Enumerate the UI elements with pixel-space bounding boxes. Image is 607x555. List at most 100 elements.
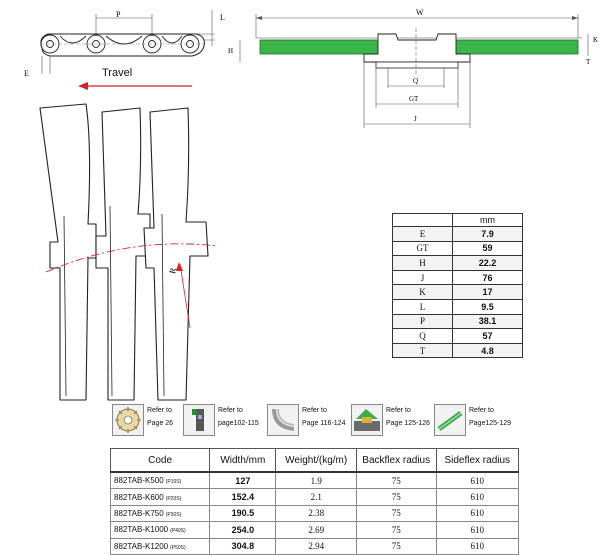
chain-profile-drawing: P L E (24, 10, 225, 90)
table-row: 882TAB-K750(P30S) 190.5 2.38 75 610 (109, 505, 520, 523)
table-row: 882TAB-K600(P20S) 152.4 2.1 75 610 (109, 488, 520, 506)
weight-cell: 2.69 (275, 521, 357, 539)
table-row: 882TAB-K1000(P40S) 254.0 2.69 75 610 (109, 521, 520, 539)
header-code: Code (109, 448, 211, 473)
dim-value: 57 (452, 328, 523, 344)
sideflex-cell: 610 (435, 521, 520, 539)
cross-section-drawing: W K T H Q GT J (228, 8, 598, 128)
dim-key: Q (392, 328, 453, 344)
header-backflex: Backflex radius (355, 448, 437, 473)
dimension-table-header: mm (392, 213, 523, 227)
dim-q-label: Q (413, 77, 418, 85)
refer-line2: page102-115 (218, 420, 259, 427)
backflex-cell: 75 (355, 538, 437, 555)
code-suffix: (P10S) (165, 479, 182, 486)
dim-key: P (392, 313, 453, 330)
dim-key: T (392, 342, 453, 359)
refer-line2: Page125-129 (469, 420, 512, 427)
sprocket-thumbnail-icon (112, 404, 144, 436)
dimension-unit-header: mm (452, 213, 523, 227)
width-cell: 127 (209, 472, 277, 490)
refer-line1: Refer to (469, 407, 494, 414)
header-width: Width/mm (209, 448, 277, 473)
table-row: 882TAB-K1200(P50S) 304.8 2.94 75 610 (109, 538, 520, 555)
dim-gt-label: GT (409, 95, 419, 103)
width-cell: 152.4 (209, 488, 277, 506)
dim-e-label: E (24, 69, 29, 78)
dim-key: E (392, 226, 453, 242)
header-weight: Weight/(kg/m) (275, 448, 357, 473)
code-suffix: (P30S) (165, 511, 182, 518)
refer-item-wearstrip[interactable]: Refer to Page 125-126 (351, 404, 430, 440)
weight-cell: 2.38 (275, 505, 357, 523)
code-cell: 882TAB-K500 (114, 476, 164, 486)
refer-item-guide[interactable]: Refer to Page125-129 (434, 404, 511, 440)
refer-item-corner[interactable]: Refer to Page 116-124 (267, 404, 345, 440)
sideflex-cell: 610 (435, 488, 520, 506)
dim-key: K (392, 284, 453, 300)
dim-value: 22.2 (452, 255, 523, 271)
guide-thumbnail-icon (434, 404, 466, 436)
dim-value: 17 (452, 284, 523, 300)
code-cell: 882TAB-K750 (114, 508, 164, 518)
code-suffix: (P50S) (170, 544, 186, 551)
dim-w-label: W (416, 8, 424, 17)
refer-item-sprocket[interactable]: Refer to Page 26 (112, 404, 173, 440)
refer-line2: Page 125-126 (386, 420, 430, 427)
refer-line2: Page 26 (147, 420, 174, 427)
dim-value: 4.8 (452, 342, 523, 359)
corner-track-thumbnail-icon (267, 404, 299, 436)
weight-cell: 2.94 (275, 538, 357, 555)
sideflex-cell: 610 (435, 538, 520, 555)
refer-line1: Refer to (147, 407, 172, 414)
weight-cell: 2.1 (275, 488, 357, 506)
dim-j-label: J (414, 115, 417, 123)
code-cell: 882TAB-K1200 (114, 541, 169, 551)
travel-label: Travel (102, 67, 133, 79)
refer-line1: Refer to (386, 407, 411, 414)
dim-key: H (392, 255, 453, 271)
spec-table: Code Width/mm Weight/(kg/m) Backflex rad… (109, 448, 520, 555)
sideflex-cell: 610 (435, 472, 520, 490)
header-sideflex: Sideflex radius (435, 448, 520, 473)
refer-line1: Refer to (302, 407, 327, 414)
dim-r-label: R (167, 267, 178, 275)
dim-value: 76 (452, 269, 523, 286)
backflex-cell: 75 (355, 472, 437, 490)
dim-t-label: T (586, 58, 591, 66)
refer-line2: Page 116-124 (302, 420, 346, 427)
dim-value: 38.1 (452, 313, 523, 330)
backflex-cell: 75 (355, 505, 437, 523)
dim-key: J (392, 269, 453, 286)
dim-key: GT (392, 240, 453, 257)
code-cell: 882TAB-K600 (114, 492, 164, 502)
dim-p-label: P (116, 10, 121, 19)
refer-item-clip[interactable]: Refer to page102-115 (183, 404, 259, 440)
code-suffix: (P40S) (170, 528, 186, 535)
width-cell: 304.8 (209, 538, 277, 555)
clip-thumbnail-icon (183, 404, 215, 436)
width-cell: 190.5 (209, 505, 277, 523)
backflex-cell: 75 (355, 488, 437, 506)
dim-l-label: L (220, 13, 225, 22)
refer-line1: Refer to (218, 407, 243, 414)
weight-cell: 1.9 (275, 472, 357, 490)
dim-k-label: K (593, 36, 598, 44)
backflex-cell: 75 (355, 521, 437, 539)
dim-key: L (392, 298, 453, 315)
wearstrip-thumbnail-icon (351, 404, 383, 436)
dim-value: 59 (452, 240, 523, 257)
dim-value: 9.5 (452, 298, 523, 315)
dim-h-label: H (228, 47, 233, 55)
code-suffix: (P20S) (165, 495, 182, 502)
width-cell: 254.0 (209, 521, 277, 539)
